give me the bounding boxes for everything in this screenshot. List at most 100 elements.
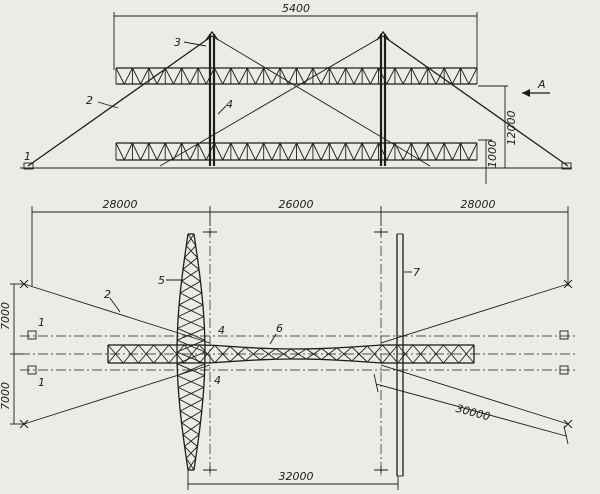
- bridge-truss-chord-top: [229, 345, 246, 349]
- lower-truss: [115, 142, 478, 161]
- crane-truss-diagonal: [178, 386, 204, 400]
- dim-tick-diag-a: [373, 373, 379, 393]
- bridge-truss-diagonal: [229, 347, 246, 362]
- upper-truss-diagonal: [279, 67, 289, 85]
- lower-truss-diagonal: [443, 142, 453, 161]
- crane-truss-diagonal: [182, 269, 201, 282]
- crane-truss-chord-left: [185, 458, 189, 471]
- lower-truss-diagonal: [345, 142, 355, 161]
- label-mast-bottom: 4: [214, 374, 221, 387]
- plan-guy-tl: [23, 283, 211, 344]
- crane-truss-diagonal: [185, 446, 198, 459]
- bridge-truss-diagonal: [229, 346, 246, 361]
- lower-truss-diagonal: [238, 142, 248, 161]
- anchor-plan-br: [563, 419, 573, 429]
- dim-diag: 30000: [454, 402, 491, 424]
- crane-truss-diagonal: [185, 245, 198, 258]
- crane-truss-diagonal: [184, 446, 197, 459]
- lower-truss-diagonal: [337, 142, 347, 161]
- crane-truss-chord-right: [203, 375, 206, 388]
- bridge-truss-diagonal: [336, 347, 353, 362]
- crane-truss-diagonal: [179, 280, 201, 294]
- crane-truss-diagonal: [178, 375, 205, 388]
- bridge-truss-chord-top: [321, 347, 337, 350]
- upper-truss-diagonal: [468, 67, 478, 85]
- bridge-truss-chord-top: [260, 347, 276, 350]
- anchor-plan-r2: [559, 365, 569, 375]
- view-marker-label: A: [537, 78, 546, 91]
- upper-truss-diagonal: [173, 67, 183, 85]
- crane-truss-chord-left: [185, 233, 189, 246]
- bridge-truss-chord-top: [245, 346, 261, 349]
- crane-truss-diagonal: [180, 292, 204, 306]
- bridge-truss-chord-bottom: [367, 361, 383, 364]
- crane-truss-chord-left: [178, 399, 181, 412]
- crane-truss-diagonal: [185, 233, 195, 247]
- label-plan-guy: 2: [104, 288, 111, 301]
- anchor-right: [561, 162, 572, 170]
- bridge-truss-chord-top: [351, 345, 368, 348]
- crane-truss-diagonal: [185, 457, 195, 471]
- lower-truss-diagonal: [140, 142, 150, 161]
- lower-truss-diagonal: [132, 142, 142, 161]
- crane-truss-diagonal: [184, 245, 197, 258]
- upper-truss-diagonal: [427, 67, 437, 85]
- bridge-truss-diagonal: [366, 344, 383, 363]
- upper-truss-diagonal: [337, 67, 347, 85]
- leader-mast-head: [183, 41, 207, 47]
- label-bridge-truss: 6: [276, 322, 283, 335]
- bridge-truss-chord-top: [336, 346, 353, 349]
- lower-truss-diagonal: [156, 142, 166, 161]
- crane-truss-chord-left: [183, 245, 187, 258]
- upper-truss-diagonal: [386, 67, 396, 85]
- crane-truss-diagonal: [178, 398, 202, 412]
- upper-truss-diagonal: [394, 67, 404, 85]
- dim-bottom-span: 32000: [279, 470, 314, 483]
- upper-truss-diagonal: [246, 67, 256, 85]
- lower-truss-diagonal: [419, 142, 429, 161]
- upper-truss-diagonal: [230, 67, 240, 85]
- upper-truss-diagonal: [189, 67, 199, 85]
- crane-truss-chord-left: [178, 292, 181, 305]
- bridge-truss-diagonal: [122, 344, 139, 364]
- crane-truss-chord-right: [201, 399, 204, 412]
- upper-truss-diagonal: [214, 67, 224, 85]
- upper-truss-diagonal: [353, 67, 363, 85]
- guy-right-inner: [159, 35, 384, 167]
- upper-truss-diagonal: [369, 67, 379, 85]
- lower-truss-diagonal: [246, 142, 256, 161]
- crane-truss-chord-right: [193, 458, 197, 471]
- crane-truss-chord-right: [196, 257, 200, 270]
- lower-truss-diagonal: [468, 142, 478, 161]
- rail-mark-tr: [374, 228, 388, 236]
- bridge-truss-diagonal: [305, 348, 322, 360]
- lower-truss-diagonal: [304, 142, 314, 161]
- crane-truss-chord-right: [199, 281, 203, 294]
- lower-truss-diagonal: [296, 142, 306, 161]
- lower-truss-diagonal: [279, 142, 289, 161]
- bridge-truss-chord-bottom: [245, 359, 261, 362]
- upper-truss-diagonal: [197, 67, 207, 85]
- crane-truss-diagonal: [176, 339, 206, 353]
- lower-truss-diagonal: [115, 142, 125, 161]
- bridge-truss-diagonal: [412, 344, 429, 364]
- bridge-truss-diagonal: [397, 344, 414, 364]
- crane-truss-chord-left: [182, 257, 186, 270]
- bridge-truss-diagonal: [336, 346, 353, 361]
- bridge-truss-diagonal: [351, 345, 368, 362]
- upper-truss-diagonal: [181, 67, 191, 85]
- bridge-truss-diagonal: [214, 345, 231, 362]
- upper-truss-diagonal: [164, 67, 174, 85]
- anchor-plan-l2: [27, 365, 37, 375]
- bridge-truss-diagonal: [427, 344, 444, 364]
- upper-truss-diagonal: [148, 67, 158, 85]
- bridge-truss-diagonal: [138, 344, 155, 364]
- crane-truss-diagonal: [181, 422, 200, 435]
- upper-truss-diagonal: [345, 67, 355, 85]
- bridge-truss-diagonal: [199, 345, 216, 364]
- upper-truss-diagonal: [320, 67, 330, 85]
- upper-truss-diagonal: [312, 67, 322, 85]
- crane-truss-chord-left: [177, 304, 180, 317]
- lower-truss-diagonal: [222, 142, 232, 161]
